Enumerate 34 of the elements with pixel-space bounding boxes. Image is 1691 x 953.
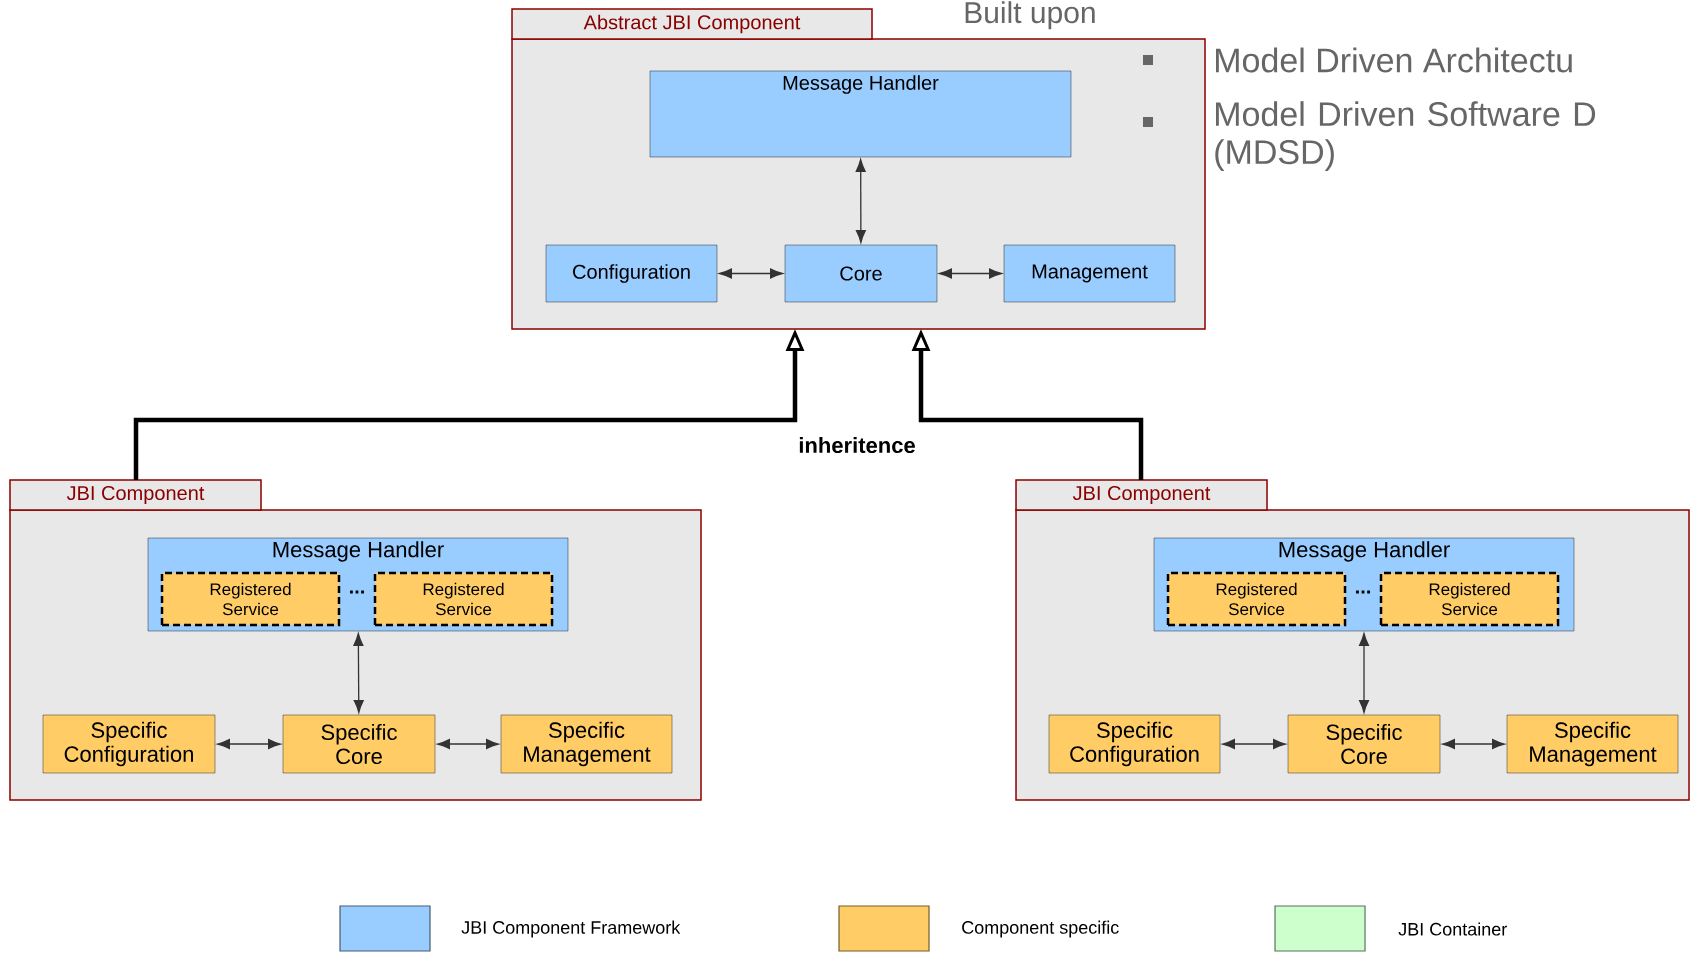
node-label: JBI Component [1072,485,1211,505]
component-box: Specific Management [1506,714,1679,774]
service-box: Registered Service [1166,571,1347,627]
component-box: Configuration [545,244,718,303]
arrow [1359,633,1370,713]
legend-label: Component specific [962,920,1119,938]
component-box: Specific Management [500,714,673,774]
service-box: Registered Service [1379,571,1560,627]
bullet-text: Model Driven Software D (MDSD) [1215,101,1596,171]
arrow [855,159,866,243]
inheritance-label: inheritence [799,436,915,454]
arrow [1442,739,1505,750]
component-box: Specific Configuration [1048,714,1221,774]
arrow [353,633,364,713]
arrow [719,268,783,279]
arrow [437,739,499,750]
component-box: Specific Core [282,714,436,774]
component-box: Core [784,244,938,303]
component-box: Management [1003,244,1176,303]
node-label: Abstract JBI Component [583,14,801,34]
arrow [217,739,281,750]
legend-label: JBI Container [1398,922,1507,936]
node-label: JBI Component [66,485,205,505]
component-box: Specific Core [1287,714,1441,774]
service-box: Registered Service [160,571,341,627]
arrow [939,268,1002,279]
bullet-text: Model Driven Architectu [1216,47,1572,73]
arrow [1222,739,1286,750]
component-box: Specific Configuration [42,714,216,774]
legend-label: JBI Component Framework [461,920,681,938]
ellipsis: ... [350,590,364,594]
message-handler-box: Message Handler [649,70,1072,158]
service-box: Registered Service [373,571,554,627]
ellipsis: ... [1356,590,1370,594]
